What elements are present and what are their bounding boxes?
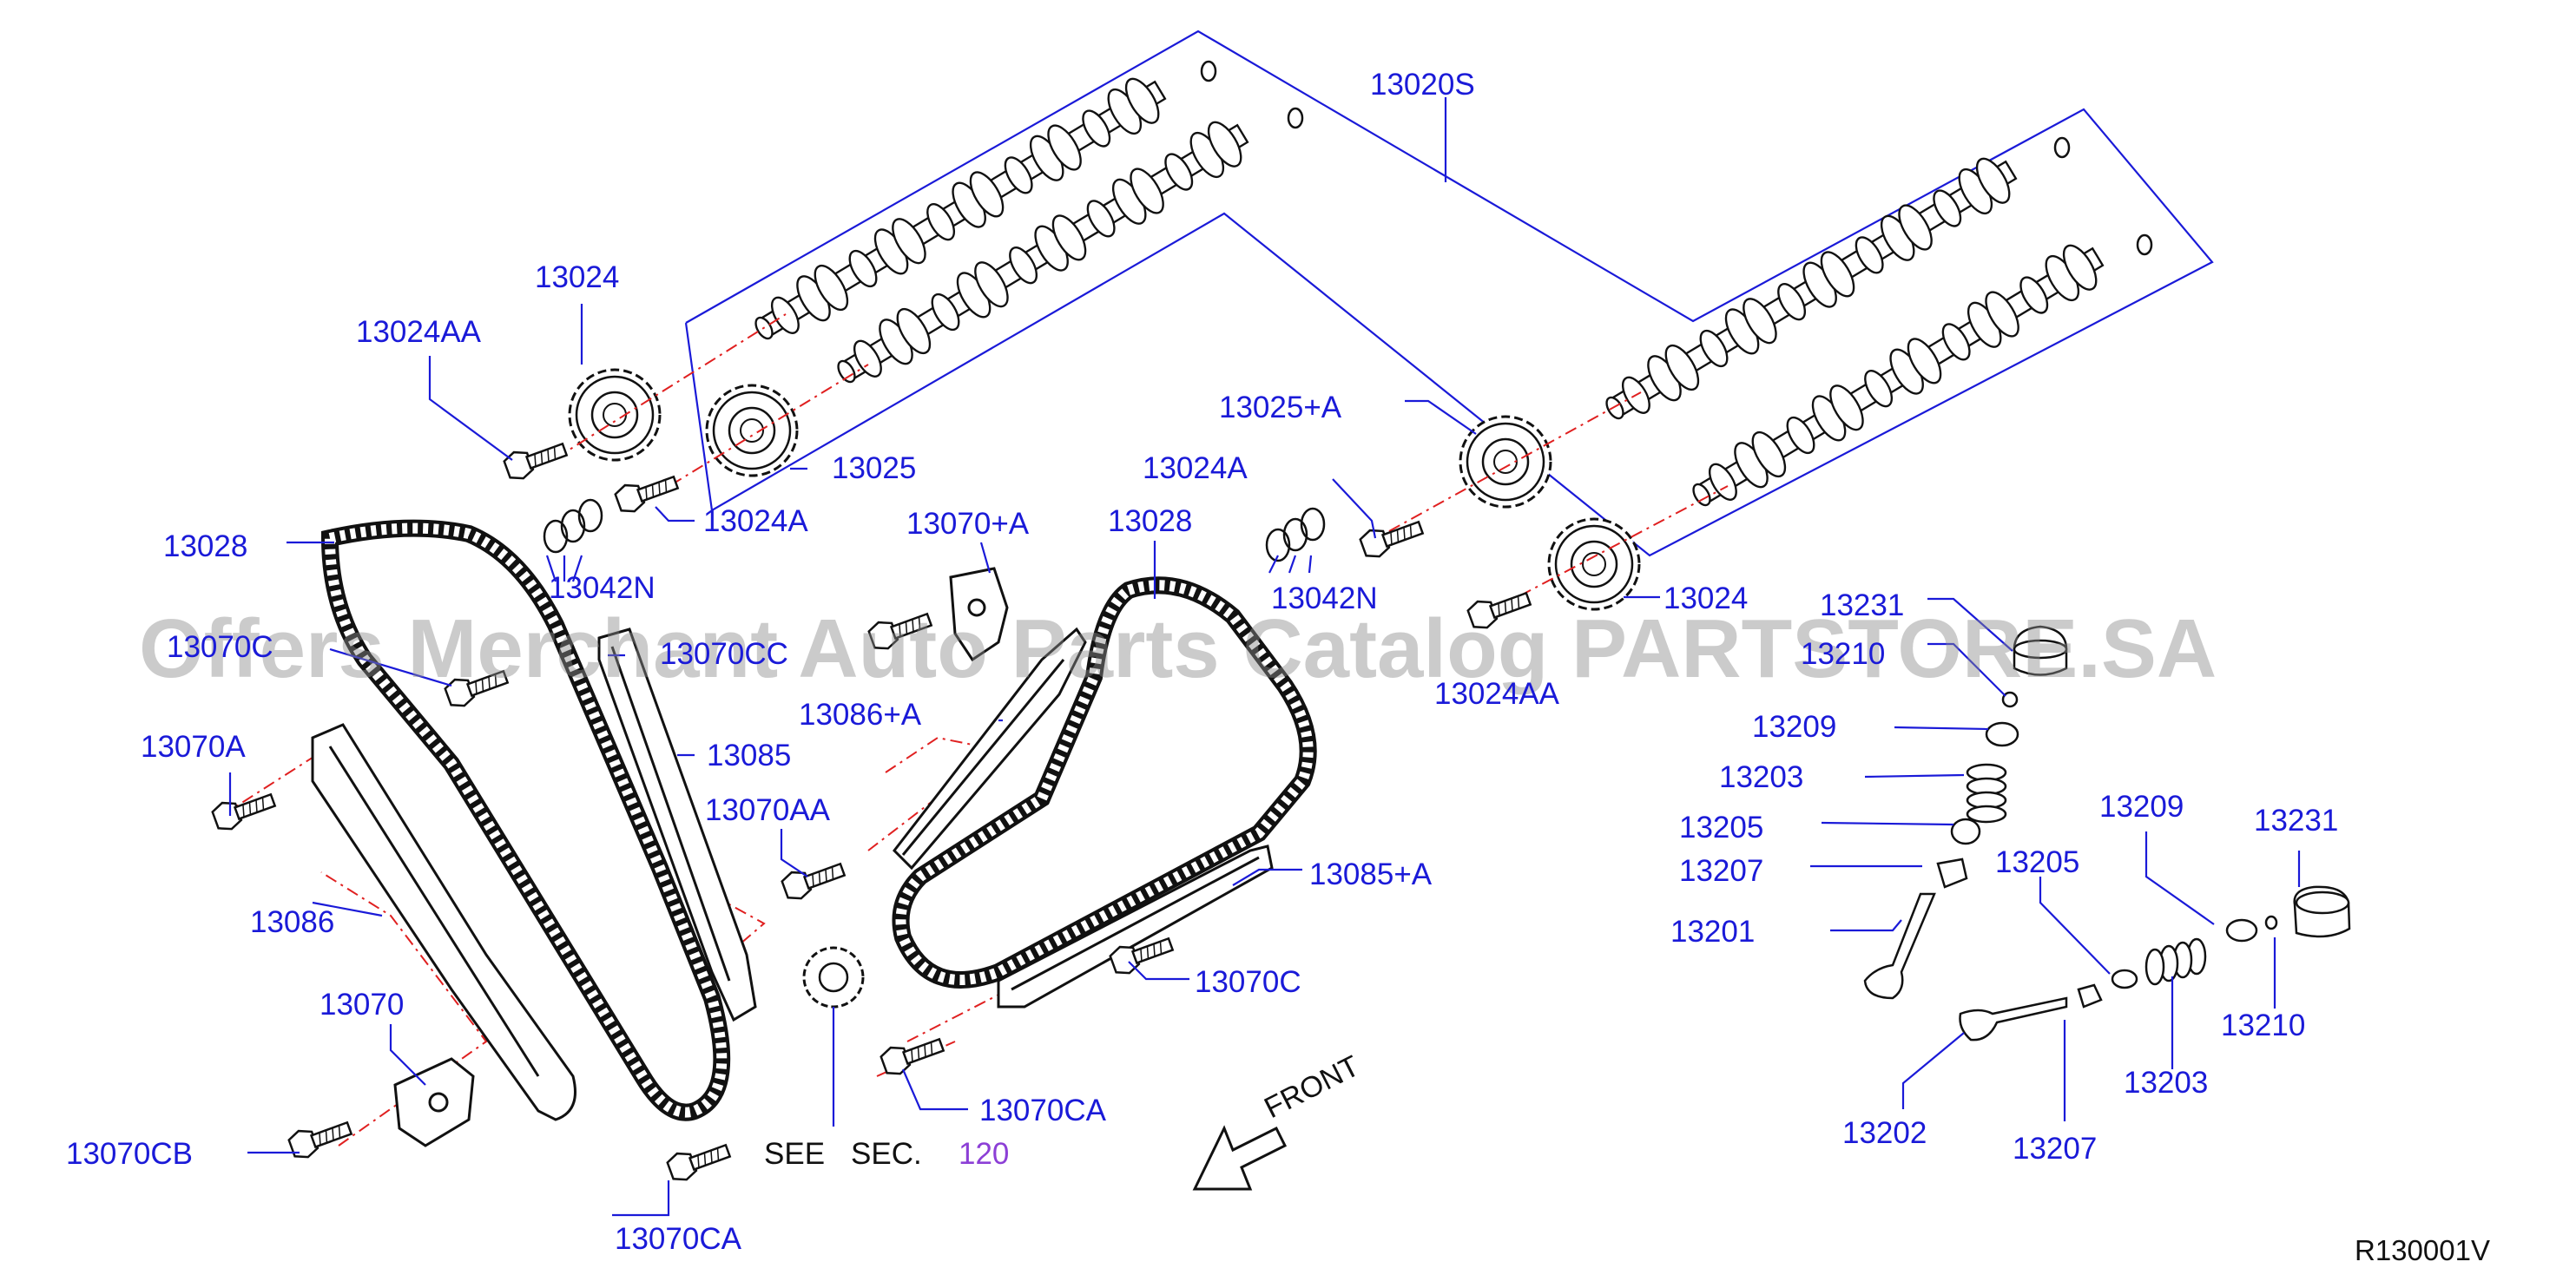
label-13209-right: 13209 [2099,790,2184,824]
label-13203-left: 13203 [1719,760,1804,794]
label-13085+A: 13085+A [1309,858,1433,891]
label-13207-right: 13207 [2013,1132,2098,1166]
label-13025+A: 13025+A [1219,391,1342,424]
crank-sprocket [802,946,865,1009]
timing-chain-right [892,576,1317,989]
label-13231-top: 13231 [1820,588,1905,622]
sprocket-13025A-right [1459,415,1552,509]
label-13210-top: 13210 [1801,637,1886,671]
label-13070CA-mid: 13070CA [979,1094,1106,1127]
label-13042N-right: 13042N [1271,582,1378,615]
label-13020S: 13020S [1370,68,1475,102]
chain-guide-13085 [597,628,757,1022]
label-13070CB: 13070CB [66,1137,193,1171]
label-13202: 13202 [1842,1116,1927,1150]
label-13024A-right: 13024A [1143,451,1248,485]
label-13070C-mid: 13070C [1195,965,1301,999]
label-13203-right: 13203 [2124,1066,2209,1100]
label-13210-right: 13210 [2221,1009,2306,1042]
label-13028-left: 13028 [163,529,248,563]
see-text: SEE [764,1137,826,1171]
label-13086: 13086 [250,905,335,939]
label-13231-right: 13231 [2254,804,2339,838]
sprocket-13025-left [705,384,799,477]
label-13070A: 13070A [141,730,246,764]
label-13042N-left: 13042N [549,571,656,605]
label-13205-right: 13205 [1995,845,2080,879]
label-13024-right: 13024 [1664,582,1749,615]
sec-text: SEC. [851,1137,922,1171]
bolt-13070AA [779,854,848,904]
chain-guide-13085A [997,844,1274,1009]
label-13028-mid: 13028 [1108,504,1193,538]
section-120-link[interactable]: 120 [959,1137,1010,1171]
leader-lines [228,304,2301,1217]
washers-13042N-right [1265,507,1326,562]
label-13201: 13201 [1670,915,1756,949]
bolt-13070A [209,785,279,835]
label-13070CA-bottom: 13070CA [615,1222,741,1256]
label-13207-left: 13207 [1679,854,1764,888]
watermark: Offers Merchant Auto Parts Catalog PARTS… [139,602,2217,695]
label-13024A-left: 13024A [703,504,808,538]
label-13024AA-top: 13024AA [356,315,482,349]
camshaft-assembly-outline [684,30,2214,557]
bolt-13070CA-bottom [664,1135,734,1186]
chain-guide-13086A [893,627,1087,871]
camshaft-right-1 [1595,148,2025,434]
label-13086+A: 13086+A [799,698,922,732]
label-13205-left: 13205 [1679,811,1764,844]
chain-guide-13086 [311,723,576,1121]
label-13024-top: 13024 [535,260,620,294]
camshaft-right-2 [1682,234,2112,521]
label-13209-left: 13209 [1752,710,1837,744]
label-13070+A: 13070+A [906,507,1030,541]
label-13070CC: 13070CC [660,637,788,671]
tensioner-13070 [393,1057,475,1147]
tensioner-13070A [949,567,1009,662]
label-13070C-left: 13070C [167,630,273,664]
front-arrow-icon [1192,1125,1288,1191]
bolt-13024A-right [1357,512,1426,562]
diagram-reference-code: R130001V [2355,1234,2490,1266]
bolt-13070CB [286,1113,355,1163]
timing-chain-left [320,519,731,1121]
sprocket-13024-right [1547,517,1641,611]
washers-13042N-left [543,498,603,554]
label-13070: 13070 [320,988,405,1022]
label-13085: 13085 [707,739,792,772]
sprocket-13024-left [568,368,662,462]
label-13025: 13025 [832,451,917,485]
valve-train-left [1863,625,2068,1000]
label-13024AA-right: 13024AA [1434,677,1560,711]
label-13070AA: 13070AA [705,793,831,827]
valve-train-right [1959,885,2351,1042]
bolt-13024A-left [612,467,682,517]
